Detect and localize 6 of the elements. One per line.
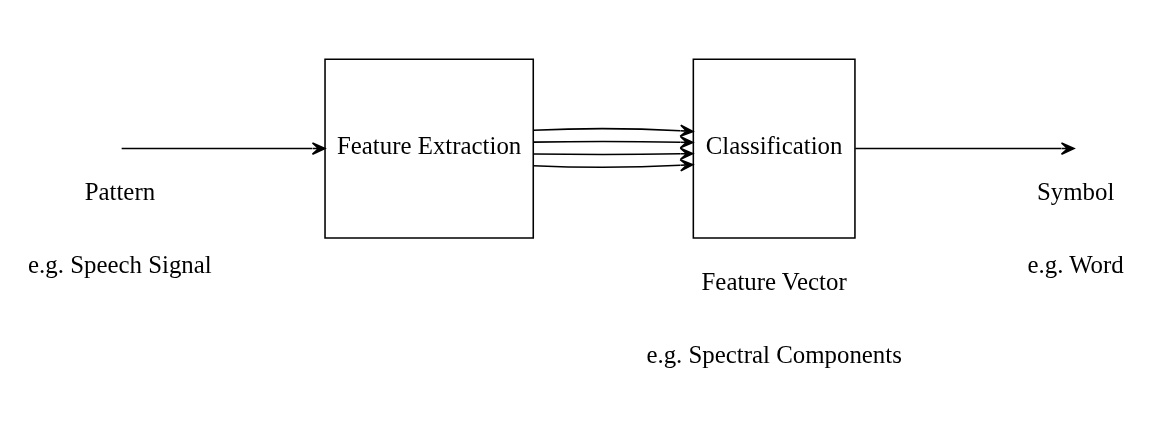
label: e.g. Speech Signal: [28, 250, 212, 278]
label: Feature Vector: [701, 267, 847, 295]
label: e.g. Word: [1027, 250, 1124, 278]
label: e.g. Spectral Components: [646, 340, 902, 368]
label: Symbol: [1036, 177, 1115, 205]
label: Pattern: [84, 177, 156, 205]
